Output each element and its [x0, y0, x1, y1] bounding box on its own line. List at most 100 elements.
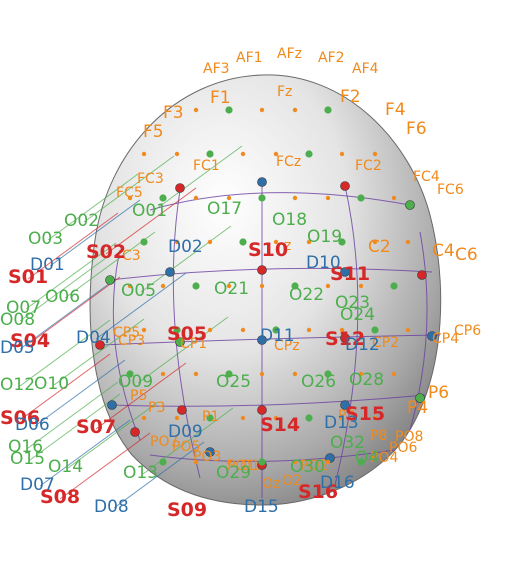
leader-line — [105, 187, 197, 255]
eeg-dot — [174, 239, 180, 245]
source-marker — [257, 405, 267, 415]
leader-line — [137, 316, 229, 384]
leader-line — [151, 145, 243, 213]
source-label: S04 — [10, 330, 50, 352]
optode-dot — [357, 458, 365, 466]
source-marker — [175, 183, 185, 193]
eeg-label: AF2 — [318, 50, 345, 66]
optode-label: O07 — [6, 298, 41, 318]
optode-label: O14 — [48, 457, 83, 477]
source-marker — [130, 427, 140, 437]
sensor-markers — [95, 106, 437, 470]
eeg-dot — [391, 195, 397, 201]
eeg-dot — [174, 151, 180, 157]
eeg-dot — [127, 283, 133, 289]
source-label: S12 — [325, 328, 365, 350]
optode-label: O16 — [8, 437, 43, 457]
detector-label: D01 — [30, 255, 65, 275]
grid-curve — [172, 189, 201, 479]
optode-label: O02 — [64, 211, 99, 231]
grid-curve — [409, 231, 428, 431]
optode-dot — [173, 326, 181, 334]
source-label: S11 — [330, 263, 370, 285]
detector-label: D07 — [20, 475, 55, 495]
source-marker — [340, 333, 350, 343]
optode-dot — [324, 106, 332, 114]
optode-label: O01 — [132, 201, 167, 221]
optode-dot — [239, 238, 247, 246]
detector-marker — [257, 177, 267, 187]
source-label: S05 — [167, 323, 207, 345]
source-label: S16 — [298, 481, 338, 503]
source-label: S10 — [248, 239, 288, 261]
optode-label: O22 — [289, 285, 324, 305]
eeg-dot — [372, 239, 378, 245]
eeg-dot — [193, 371, 199, 377]
detector-marker — [205, 447, 215, 457]
detector-label: D02 — [168, 237, 203, 257]
optode-label: O12 — [0, 375, 35, 395]
leader-line — [19, 353, 111, 421]
detector-marker — [340, 267, 350, 277]
optode-label: O29 — [216, 463, 251, 483]
eeg-dot — [240, 415, 246, 421]
eeg-dot — [292, 195, 298, 201]
eeg-label: P2 — [338, 408, 355, 424]
source-marker — [177, 405, 187, 415]
source-label: S08 — [40, 486, 80, 508]
eeg-label: Oz — [262, 476, 280, 492]
eeg-dot — [193, 459, 199, 465]
eeg-label: PO2 — [300, 458, 328, 474]
grid-curve — [334, 185, 359, 486]
optode-dot — [126, 370, 134, 378]
eeg-label: PO8 — [395, 429, 423, 445]
leader-line — [59, 432, 151, 500]
optode-dot — [225, 370, 233, 378]
optode-label: O24 — [340, 305, 375, 325]
detector-label: D16 — [320, 473, 355, 493]
detector-label: D15 — [244, 497, 279, 517]
eeg-label: CP1 — [180, 336, 207, 352]
optode-dot — [390, 282, 398, 290]
eeg-label: FC2 — [355, 158, 382, 174]
eeg-label: C4 — [432, 241, 455, 261]
eeg-dot — [273, 415, 279, 421]
leader-line — [19, 319, 111, 387]
eeg-dot — [226, 459, 232, 465]
eeg-dot — [193, 107, 199, 113]
detector-label: D08 — [94, 497, 129, 517]
detector-marker — [427, 331, 437, 341]
eeg-dot — [405, 327, 411, 333]
leader-line — [95, 272, 187, 340]
source-label: S09 — [167, 499, 207, 521]
source-marker — [95, 340, 105, 350]
eeg-label: CPz — [274, 338, 300, 354]
detector-marker — [257, 335, 267, 345]
optode-dot — [291, 282, 299, 290]
source-label: S14 — [260, 414, 300, 436]
source-label: S15 — [345, 403, 385, 425]
eeg-label: O2 — [282, 473, 302, 489]
eeg-dot — [358, 283, 364, 289]
leader-line — [29, 393, 121, 461]
optode-label: O06 — [45, 287, 80, 307]
eeg-dot — [240, 151, 246, 157]
eeg-dot — [207, 327, 213, 333]
leader-line — [19, 282, 111, 350]
grid-curve — [111, 394, 426, 407]
leader-line — [83, 155, 175, 223]
eeg-label: CP2 — [372, 335, 399, 351]
optode-marker — [415, 393, 425, 403]
eeg-dot — [259, 371, 265, 377]
leader-line — [34, 359, 126, 427]
optode-dot — [305, 414, 313, 422]
eeg-dot — [226, 283, 232, 289]
eeg-label: PO1 — [227, 458, 255, 474]
eeg-label: PO5 — [172, 439, 200, 455]
eeg-label: PO3 — [193, 449, 221, 465]
eeg-label: AF4 — [352, 61, 379, 77]
leader-line — [49, 199, 141, 267]
leader-line — [47, 173, 139, 241]
eeg-label: AF3 — [203, 61, 230, 77]
optode-dot — [258, 194, 266, 202]
